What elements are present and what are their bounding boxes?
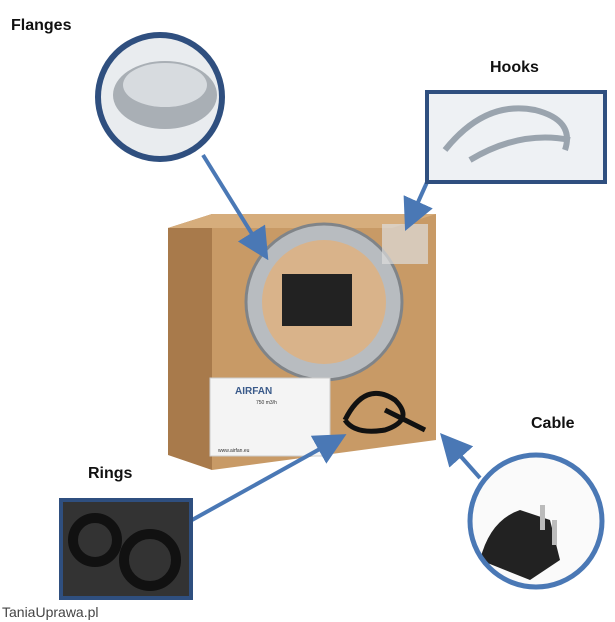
website-text: www.airfan.eu [218,448,250,454]
flanges-arrow [201,153,269,261]
cable-inset [467,452,605,590]
cable-label: Cable [531,415,575,432]
flanges-label: Flanges [11,17,72,34]
hooks-arrow [403,179,433,231]
flow-text: 750 m3/h [256,400,277,406]
hooks-inset [425,90,607,184]
fan-box: AIRFAN 750 m3/h www.airfan.eu [168,214,436,470]
cable-coil [342,390,427,434]
rings-arrow [191,434,347,522]
flanges-inset [95,32,225,162]
watermark: TaniaUprawa.pl [2,604,99,620]
rings-inset [59,498,193,600]
cable-arrow [440,433,482,480]
rings-label: Rings [88,465,133,482]
hooks-label: Hooks [490,59,539,76]
brand-text: AIRFAN [235,386,272,397]
hooks-bag [382,224,428,264]
product-label [209,377,331,457]
